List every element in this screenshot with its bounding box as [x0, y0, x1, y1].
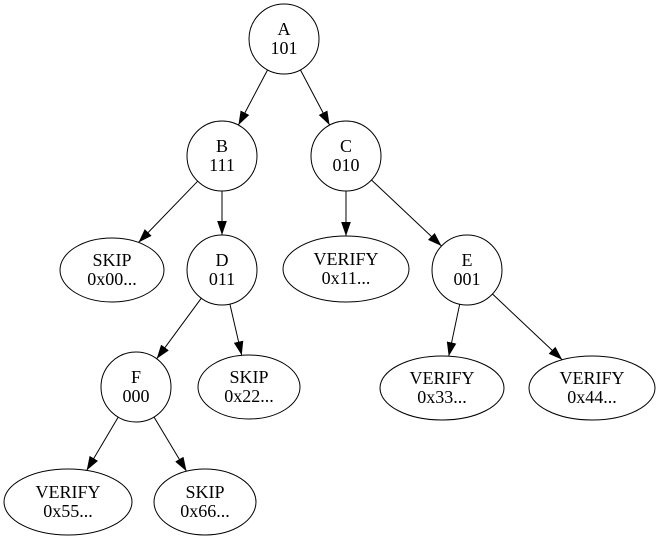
edge-C-E	[371, 179, 442, 247]
node-verify-0x55-value: 0x55...	[43, 501, 93, 521]
node-verify-0x44-shape	[528, 355, 656, 421]
node-B-label: B	[216, 136, 228, 156]
node-verify-0x11-value: 0x11...	[322, 268, 371, 288]
node-A-value: 101	[271, 38, 298, 58]
node-skip-0x66-shape	[153, 468, 257, 536]
node-verify-0x33-value: 0x33...	[417, 387, 467, 407]
node-E-shape	[431, 234, 503, 306]
node-D-label: D	[216, 250, 229, 270]
node-F: F 000	[100, 351, 172, 423]
edge-E-VERIFY44	[492, 293, 563, 361]
node-verify-0x55: VERIFY 0x55...	[3, 468, 133, 536]
node-verify-0x44-label: VERIFY	[559, 368, 624, 388]
node-verify-0x44-value: 0x44...	[567, 387, 617, 407]
node-verify-0x55-label: VERIFY	[35, 482, 100, 502]
node-verify-0x11-shape	[282, 235, 410, 303]
node-D-value: 011	[209, 269, 235, 289]
node-E: E 001	[431, 234, 503, 306]
node-F-label: F	[131, 367, 141, 387]
node-B: B 111	[186, 120, 258, 192]
node-C: C 010	[310, 120, 382, 192]
node-skip-0x00: SKIP 0x00...	[59, 237, 165, 303]
node-skip-0x22-value: 0x22...	[224, 386, 274, 406]
edge-D-F	[156, 297, 202, 360]
node-skip-0x00-label: SKIP	[92, 250, 131, 270]
node-verify-0x44: VERIFY 0x44...	[528, 355, 656, 421]
edge-E-VERIFY33	[446, 304, 461, 357]
node-skip-0x66: SKIP 0x66...	[153, 468, 257, 536]
node-A-shape	[248, 3, 320, 75]
node-C-label: C	[340, 136, 352, 156]
node-A-label: A	[278, 19, 291, 39]
node-skip-0x22: SKIP 0x22...	[197, 354, 301, 420]
node-F-value: 000	[123, 386, 150, 406]
node-C-value: 010	[333, 155, 360, 175]
node-B-value: 111	[209, 155, 235, 175]
node-A: A 101	[248, 3, 320, 75]
node-verify-0x55-shape	[3, 468, 133, 536]
edge-F-SKIP66	[153, 416, 187, 472]
node-verify-0x33-shape	[379, 355, 505, 421]
node-E-value: 001	[454, 269, 481, 289]
edge-F-VERIFY55	[86, 416, 119, 471]
node-verify-0x11-label: VERIFY	[313, 249, 378, 269]
node-skip-0x22-shape	[197, 354, 301, 420]
node-skip-0x00-value: 0x00...	[87, 269, 137, 289]
node-verify-0x11: VERIFY 0x11...	[282, 235, 410, 303]
node-C-shape	[310, 120, 382, 192]
node-skip-0x00-shape	[59, 237, 165, 303]
edge-D-SKIP22	[229, 303, 244, 356]
node-E-label: E	[462, 250, 473, 270]
edge-B-SKIP00	[138, 180, 199, 243]
node-D-shape	[186, 234, 258, 306]
edge-group	[86, 69, 563, 472]
node-D: D 011	[186, 234, 258, 306]
node-F-shape	[100, 351, 172, 423]
edge-A-C	[299, 69, 331, 126]
node-skip-0x66-value: 0x66...	[180, 501, 230, 521]
edge-A-B	[237, 69, 269, 126]
node-skip-0x22-label: SKIP	[229, 367, 268, 387]
node-skip-0x66-label: SKIP	[185, 482, 224, 502]
node-verify-0x33: VERIFY 0x33...	[379, 355, 505, 421]
node-B-shape	[186, 120, 258, 192]
node-verify-0x33-label: VERIFY	[409, 368, 474, 388]
